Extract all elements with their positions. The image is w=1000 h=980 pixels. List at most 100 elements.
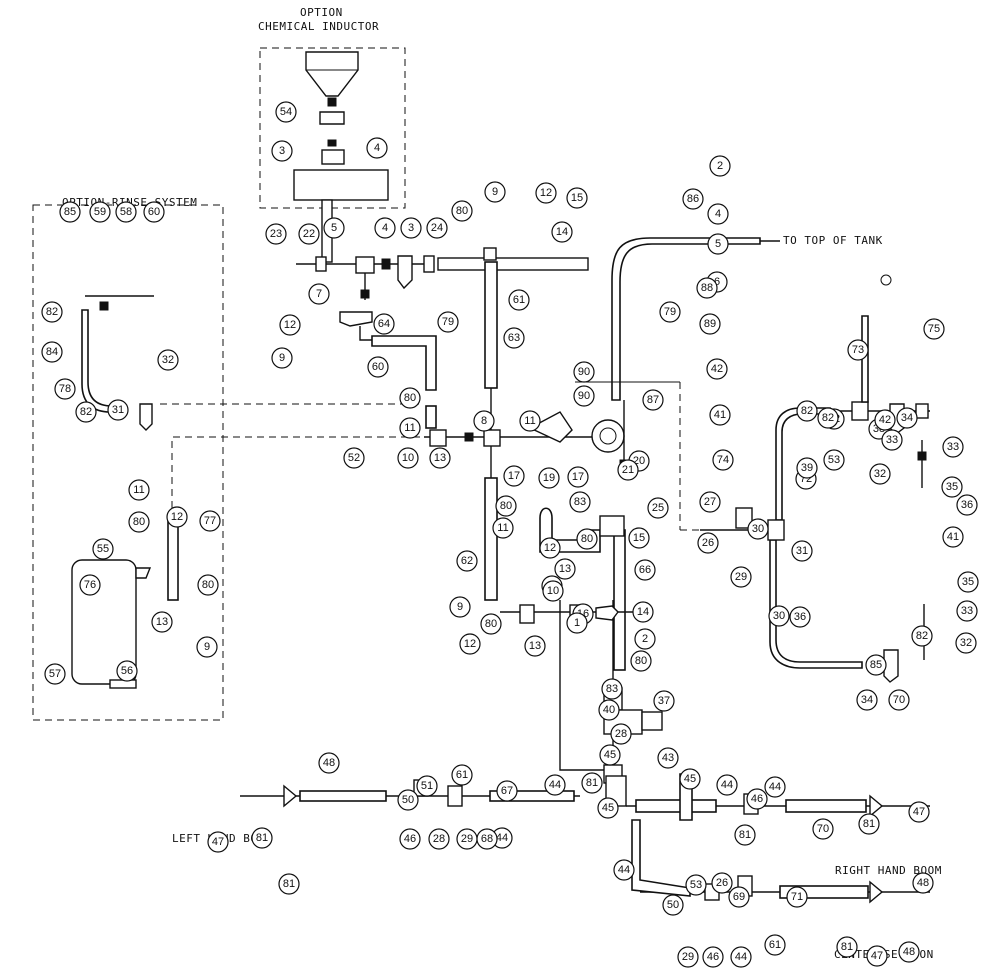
callout-number: 57: [49, 668, 61, 680]
callout-circle: [696, 277, 718, 299]
callout-circle: [697, 532, 719, 554]
callout-number: 13: [156, 616, 168, 628]
callout-number: 47: [913, 806, 925, 818]
callout-circle: [836, 936, 858, 958]
callout-circle: [764, 776, 786, 798]
callout-64: 64: [373, 313, 395, 335]
callout-circle: [318, 752, 340, 774]
callout-number: 7: [316, 288, 322, 300]
callout-90: 90: [573, 361, 595, 383]
callout-circle: [451, 200, 473, 222]
callout-80: 80: [495, 495, 517, 517]
callout-circle: [707, 203, 729, 225]
callout-34: 34: [896, 407, 918, 429]
callout-39: 39: [796, 457, 818, 479]
callout-77: 77: [199, 510, 221, 532]
callout-60: 60: [143, 201, 165, 223]
callout-30: 30: [768, 605, 790, 627]
callout-47: 47: [866, 945, 888, 967]
callout-number: 60: [148, 206, 160, 218]
callout-81: 81: [836, 936, 858, 958]
callout-number: 40: [603, 704, 615, 716]
callout-circle: [535, 182, 557, 204]
callout-number: 9: [457, 601, 463, 613]
callout-number: 12: [464, 638, 476, 650]
callout-circle: [908, 801, 930, 823]
callout-26: 26: [697, 532, 719, 554]
callout-number: 79: [442, 316, 454, 328]
callout-number: 79: [664, 306, 676, 318]
callout-42: 42: [874, 409, 896, 431]
callout-circle: [599, 744, 621, 766]
callout-circle: [610, 723, 632, 745]
callout-number: 29: [735, 571, 747, 583]
callout-3: 3: [400, 217, 422, 239]
callout-85: 85: [865, 654, 887, 676]
callout-number: 82: [916, 630, 928, 642]
callout-61: 61: [451, 764, 473, 786]
callout-number: 26: [702, 537, 714, 549]
callout-circle: [712, 449, 734, 471]
callout-number: 4: [382, 222, 388, 234]
callout-number: 34: [861, 694, 873, 706]
callout-number: 34: [901, 412, 913, 424]
callout-59: 59: [89, 201, 111, 223]
callout-circle: [642, 389, 664, 411]
callout-circle: [251, 827, 273, 849]
callout-44: 44: [716, 774, 738, 796]
callout-circle: [874, 409, 896, 431]
callout-63: 63: [503, 327, 525, 349]
callout-number: 44: [769, 781, 781, 793]
callout-number: 19: [543, 472, 555, 484]
callout-circle: [492, 517, 514, 539]
callout-circle: [449, 596, 471, 618]
callout-number: 80: [581, 533, 593, 545]
callout-circle: [544, 774, 566, 796]
callout-circle: [567, 466, 589, 488]
callout-15: 15: [566, 187, 588, 209]
callout-circle: [59, 201, 81, 223]
callout-number: 90: [578, 366, 590, 378]
callout-circle: [768, 605, 790, 627]
callout-circle: [597, 797, 619, 819]
callout-number: 13: [559, 563, 571, 575]
callout-32: 32: [157, 349, 179, 371]
callout-number: 83: [606, 683, 618, 695]
callout-76: 76: [79, 574, 101, 596]
callout-4: 4: [374, 217, 396, 239]
callout-circle: [679, 768, 701, 790]
option-label: OPTION: [300, 6, 343, 19]
callout-number: 44: [496, 832, 508, 844]
callout-circle: [956, 494, 978, 516]
callout-number: 45: [684, 773, 696, 785]
callout-number: 85: [64, 206, 76, 218]
chemical-hopper: [293, 51, 389, 263]
callout-29: 29: [730, 566, 752, 588]
callout-80: 80: [576, 528, 598, 550]
callout-number: 82: [80, 406, 92, 418]
callout-number: 36: [794, 611, 806, 623]
top-of-tank-label: TO TOP OF TANK: [783, 234, 883, 247]
callout-45: 45: [679, 768, 701, 790]
callout-number: 13: [529, 640, 541, 652]
callout-number: 17: [508, 470, 520, 482]
rinse-system-box: [32, 204, 224, 721]
callout-circle: [429, 447, 451, 469]
callout-circle: [128, 479, 150, 501]
callout-number: 69: [733, 891, 745, 903]
callout-7: 7: [308, 283, 330, 305]
callout-number: 4: [374, 142, 380, 154]
callout-circle: [955, 632, 977, 654]
callout-circle: [279, 314, 301, 336]
callout-33: 33: [942, 436, 964, 458]
callout-number: 9: [492, 186, 498, 198]
callout-number: 77: [204, 515, 216, 527]
callout-circle: [685, 874, 707, 896]
callout-circle: [524, 635, 546, 657]
callout-12: 12: [166, 506, 188, 528]
callout-circle: [566, 187, 588, 209]
callout-number: 78: [59, 383, 71, 395]
callout-circle: [265, 223, 287, 245]
callout-56: 56: [116, 660, 138, 682]
